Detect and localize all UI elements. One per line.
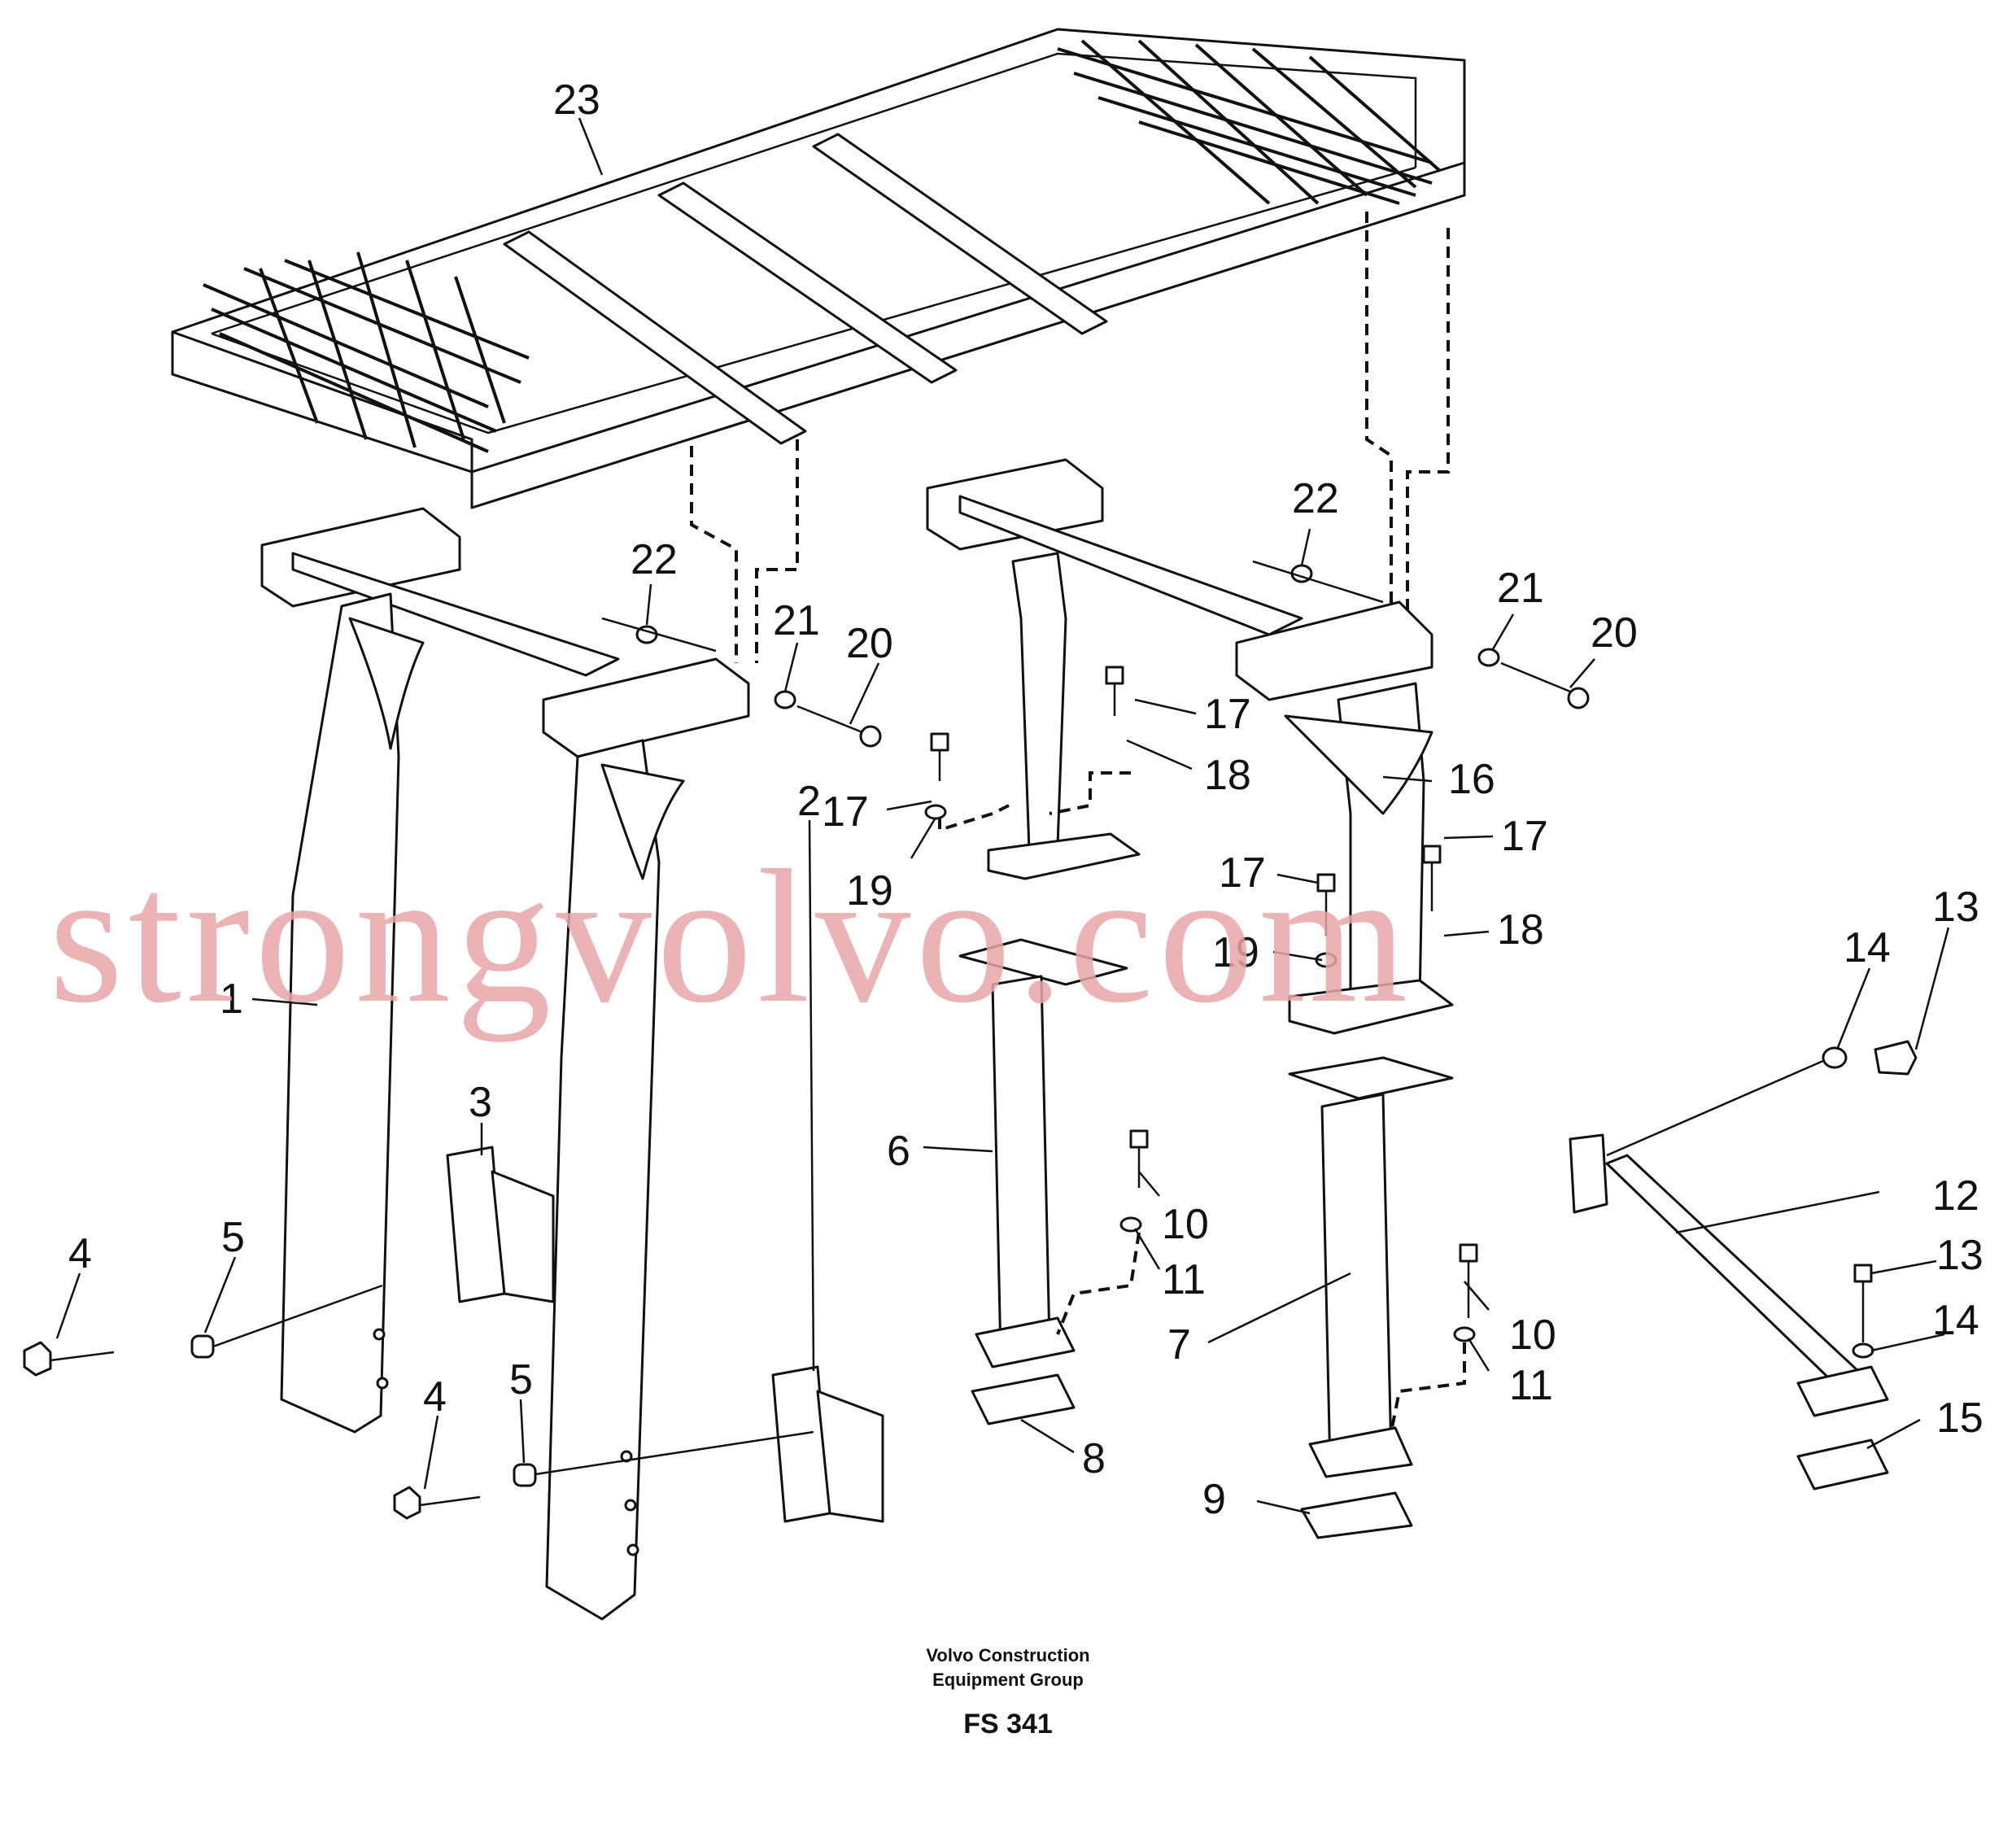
callout-19-left: 19 xyxy=(846,867,893,914)
callout-9: 9 xyxy=(1202,1476,1226,1523)
callout-20-left: 20 xyxy=(846,620,893,667)
callout-8: 8 xyxy=(1082,1435,1106,1482)
callout-22-left: 22 xyxy=(631,536,678,583)
callout-17-mid: 17 xyxy=(1219,849,1266,897)
rear-post-6 xyxy=(958,938,1128,1425)
callout-4-upper: 4 xyxy=(68,1230,92,1277)
footer-company-line2: Equipment Group xyxy=(932,1670,1084,1690)
bracket-3 xyxy=(446,1146,555,1303)
callout-22-right: 22 xyxy=(1292,475,1339,522)
mesh-left xyxy=(203,251,530,453)
callout-21-left: 21 xyxy=(773,597,820,644)
callout-17-top: 17 xyxy=(1204,691,1251,738)
roof-fastener-paths xyxy=(690,212,1450,663)
callout-15: 15 xyxy=(1936,1395,1983,1442)
right-a-frame xyxy=(926,458,1454,1035)
watermark-text: strongvolvo.com xyxy=(49,831,1412,1042)
callout-23: 23 xyxy=(553,76,600,124)
callout-16: 16 xyxy=(1448,756,1495,803)
left-a-frame xyxy=(260,507,750,1621)
callout-3: 3 xyxy=(469,1079,492,1126)
callout-14-lower: 14 xyxy=(1932,1297,1979,1344)
callout-18-top: 18 xyxy=(1204,752,1251,799)
callout-13-upper: 13 xyxy=(1932,884,1979,931)
diagonal-brace-12 xyxy=(1569,1040,1918,1491)
callout-20-right: 20 xyxy=(1591,609,1638,657)
bolt-4-upper xyxy=(23,1284,383,1377)
callout-10-right: 10 xyxy=(1509,1312,1556,1359)
callout-7: 7 xyxy=(1167,1321,1191,1368)
roof-frame xyxy=(171,28,1466,509)
callout-5-lower: 5 xyxy=(509,1356,533,1403)
callout-13-lower: 13 xyxy=(1936,1232,1983,1279)
bolt-4-lower xyxy=(393,1430,814,1520)
callouts: 23 1 2 3 4 5 4 5 6 7 8 9 10 11 10 11 12 xyxy=(55,76,1983,1523)
footer-company-line1: Volvo Construction xyxy=(926,1645,1090,1665)
callout-18-right: 18 xyxy=(1497,906,1544,954)
footer-figure-code: FS 341 xyxy=(963,1709,1053,1740)
callout-6: 6 xyxy=(887,1128,910,1175)
callout-10-left: 10 xyxy=(1162,1201,1209,1248)
callout-21-right: 21 xyxy=(1497,565,1544,612)
callout-17-right: 17 xyxy=(1501,813,1548,860)
callout-19-mid: 19 xyxy=(1212,929,1259,976)
callout-1: 1 xyxy=(220,976,243,1023)
callout-2: 2 xyxy=(797,778,821,825)
callout-4-lower: 4 xyxy=(423,1373,447,1421)
callout-11-right: 11 xyxy=(1509,1362,1553,1409)
callout-14-upper: 14 xyxy=(1844,924,1891,971)
callout-12: 12 xyxy=(1932,1172,1979,1220)
front-post-7 xyxy=(1288,1056,1454,1539)
callout-11-left: 11 xyxy=(1162,1256,1206,1303)
small-fasteners xyxy=(601,560,1874,1433)
bracket-2 xyxy=(771,1365,884,1523)
mesh-right xyxy=(1057,39,1442,205)
callout-5-upper: 5 xyxy=(221,1214,245,1261)
callout-17-left: 17 xyxy=(822,788,869,836)
